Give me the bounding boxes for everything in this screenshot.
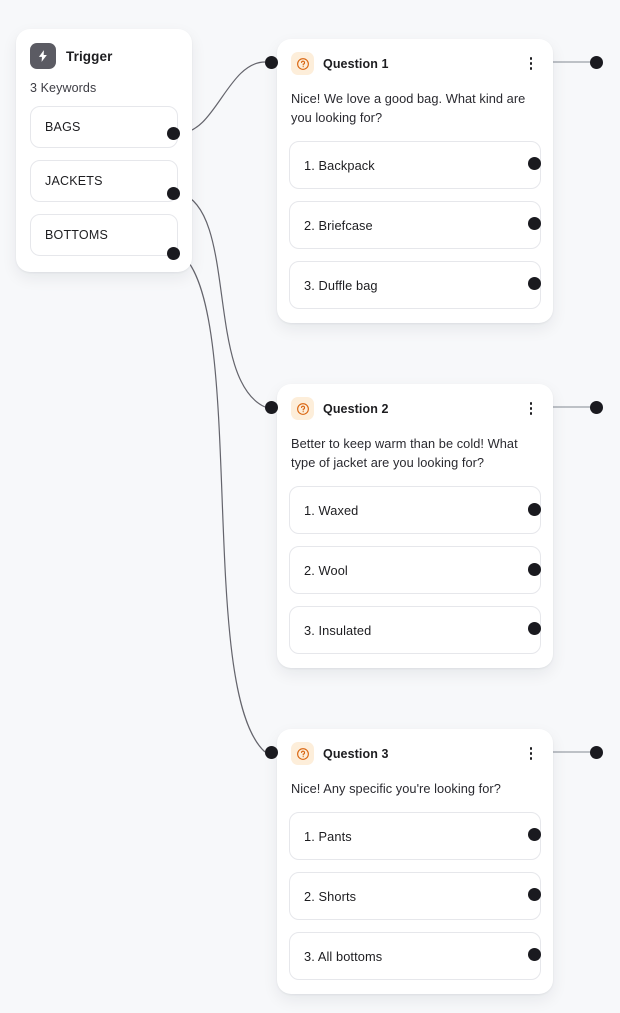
answer-list: 1. Pants 2. Shorts 3. All bottoms [289, 812, 541, 980]
output-port-question-3[interactable] [590, 746, 603, 759]
edge-jackets-to-question2 [179, 192, 266, 408]
answer-chip-1[interactable]: 1. Backpack [289, 141, 541, 189]
output-port-q2-answer-3[interactable] [528, 622, 541, 635]
output-port-q2-answer-1[interactable] [528, 503, 541, 516]
question-header: Question 2 [289, 396, 541, 420]
question-prompt: Nice! Any specific you're looking for? [291, 781, 501, 796]
answer-list: 1. Waxed 2. Wool 3. Insulated [289, 486, 541, 654]
question-header: Question 3 [289, 741, 541, 765]
output-port-q3-answer-3[interactable] [528, 948, 541, 961]
trigger-keyword-list: BAGS JACKETS BOTTOMS [30, 106, 178, 256]
answer-label: 1. Waxed [304, 502, 359, 518]
answer-chip-3[interactable]: 3. All bottoms [289, 932, 541, 980]
question-prompt: Better to keep warm than be cold! What t… [291, 436, 518, 470]
question-header: Question 1 [289, 51, 541, 75]
answer-label: 1. Backpack [304, 157, 375, 173]
keyword-chip-jackets[interactable]: JACKETS [30, 160, 178, 202]
question-circle-icon [291, 742, 314, 765]
question-node-1[interactable]: Question 1 Nice! We love a good bag. Wha… [277, 39, 553, 323]
output-port-q1-answer-1[interactable] [528, 157, 541, 170]
edge-bags-to-question1 [179, 61, 266, 134]
trigger-header: Trigger [30, 43, 178, 69]
output-port-question-2[interactable] [590, 401, 603, 414]
question-circle-icon [291, 397, 314, 420]
answer-list: 1. Backpack 2. Briefcase 3. Duffle bag [289, 141, 541, 309]
input-port-question-3[interactable] [265, 746, 278, 759]
output-port-jackets[interactable] [167, 187, 180, 200]
question-node-3[interactable]: Question 3 Nice! Any specific you're loo… [277, 729, 553, 994]
keyword-label: BAGS [45, 120, 81, 134]
keyword-label: JACKETS [45, 174, 103, 188]
more-vertical-icon[interactable] [523, 399, 539, 419]
output-port-q1-answer-3[interactable] [528, 277, 541, 290]
output-port-bags[interactable] [167, 127, 180, 140]
output-port-q1-answer-2[interactable] [528, 217, 541, 230]
output-port-q2-answer-2[interactable] [528, 563, 541, 576]
more-vertical-icon[interactable] [523, 54, 539, 74]
more-vertical-icon[interactable] [523, 744, 539, 764]
trigger-node[interactable]: Trigger 3 Keywords BAGS JACKETS BOTTOMS [16, 29, 192, 272]
trigger-title: Trigger [66, 48, 113, 64]
input-port-question-2[interactable] [265, 401, 278, 414]
answer-chip-1[interactable]: 1. Waxed [289, 486, 541, 534]
answer-chip-2[interactable]: 2. Shorts [289, 872, 541, 920]
output-port-bottoms[interactable] [167, 247, 180, 260]
output-port-q3-answer-1[interactable] [528, 828, 541, 841]
answer-label: 3. All bottoms [304, 948, 383, 964]
input-port-question-1[interactable] [265, 56, 278, 69]
question-circle-icon [291, 52, 314, 75]
edge-bottoms-to-question3 [179, 252, 266, 753]
keyword-chip-bottoms[interactable]: BOTTOMS [30, 214, 178, 256]
answer-chip-2[interactable]: 2. Wool [289, 546, 541, 594]
question-title: Question 3 [323, 746, 389, 761]
question-node-2[interactable]: Question 2 Better to keep warm than be c… [277, 384, 553, 668]
answer-label: 1. Pants [304, 828, 352, 844]
question-title: Question 1 [323, 56, 389, 71]
question-title: Question 2 [323, 401, 389, 416]
answer-label: 3. Duffle bag [304, 277, 378, 293]
keyword-chip-bags[interactable]: BAGS [30, 106, 178, 148]
question-prompt: Nice! We love a good bag. What kind are … [291, 91, 526, 125]
answer-chip-1[interactable]: 1. Pants [289, 812, 541, 860]
lightning-bolt-icon [30, 43, 56, 69]
output-port-question-1[interactable] [590, 56, 603, 69]
trigger-keyword-count: 3 Keywords [30, 81, 97, 95]
answer-chip-3[interactable]: 3. Duffle bag [289, 261, 541, 309]
answer-chip-2[interactable]: 2. Briefcase [289, 201, 541, 249]
answer-chip-3[interactable]: 3. Insulated [289, 606, 541, 654]
answer-label: 2. Wool [304, 562, 348, 578]
answer-label: 2. Shorts [304, 888, 357, 904]
answer-label: 3. Insulated [304, 622, 372, 638]
keyword-label: BOTTOMS [45, 228, 108, 242]
output-port-q3-answer-2[interactable] [528, 888, 541, 901]
answer-label: 2. Briefcase [304, 217, 373, 233]
